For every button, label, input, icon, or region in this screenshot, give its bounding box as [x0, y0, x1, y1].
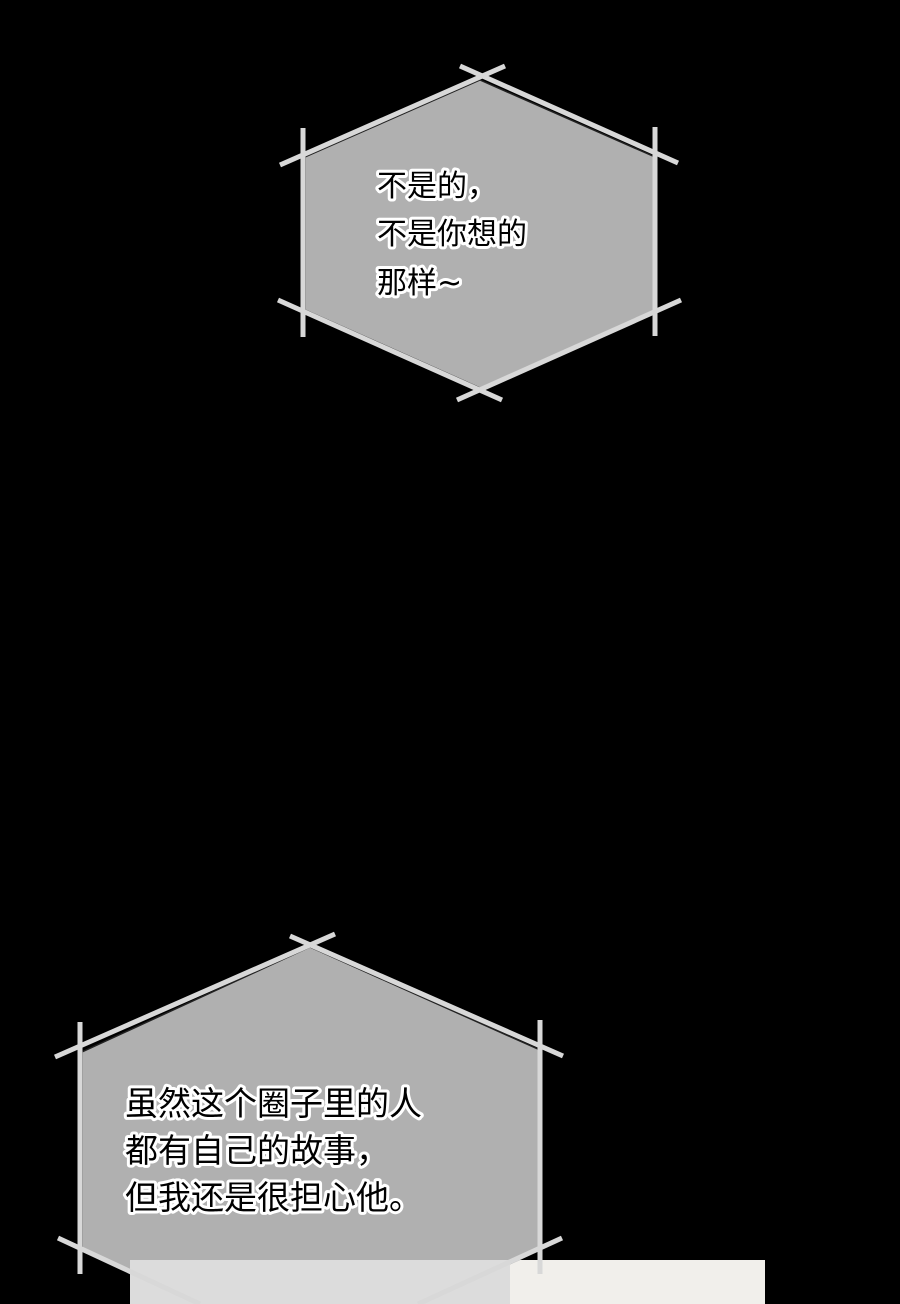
bubble-top-line-1: 不是的， — [377, 169, 497, 204]
bubble-bottom-line-1: 虽然这个圈子里的人 — [125, 1084, 422, 1123]
speech-bubble-bottom: 虽然这个圈子里的人 都有自己的故事， 但我还是很担心他。 — [53, 931, 565, 1304]
bubble-bottom-line-2: 都有自己的故事， — [125, 1131, 389, 1170]
bubble-bottom-line-3: 但我还是很担心他。 — [125, 1178, 422, 1217]
speech-bubble-top: 不是的， 不是你想的 那样~ — [276, 63, 683, 403]
bubble-top-line-3: 那样~ — [377, 266, 462, 301]
bubble-top-line-2: 不是你想的 — [377, 217, 527, 252]
